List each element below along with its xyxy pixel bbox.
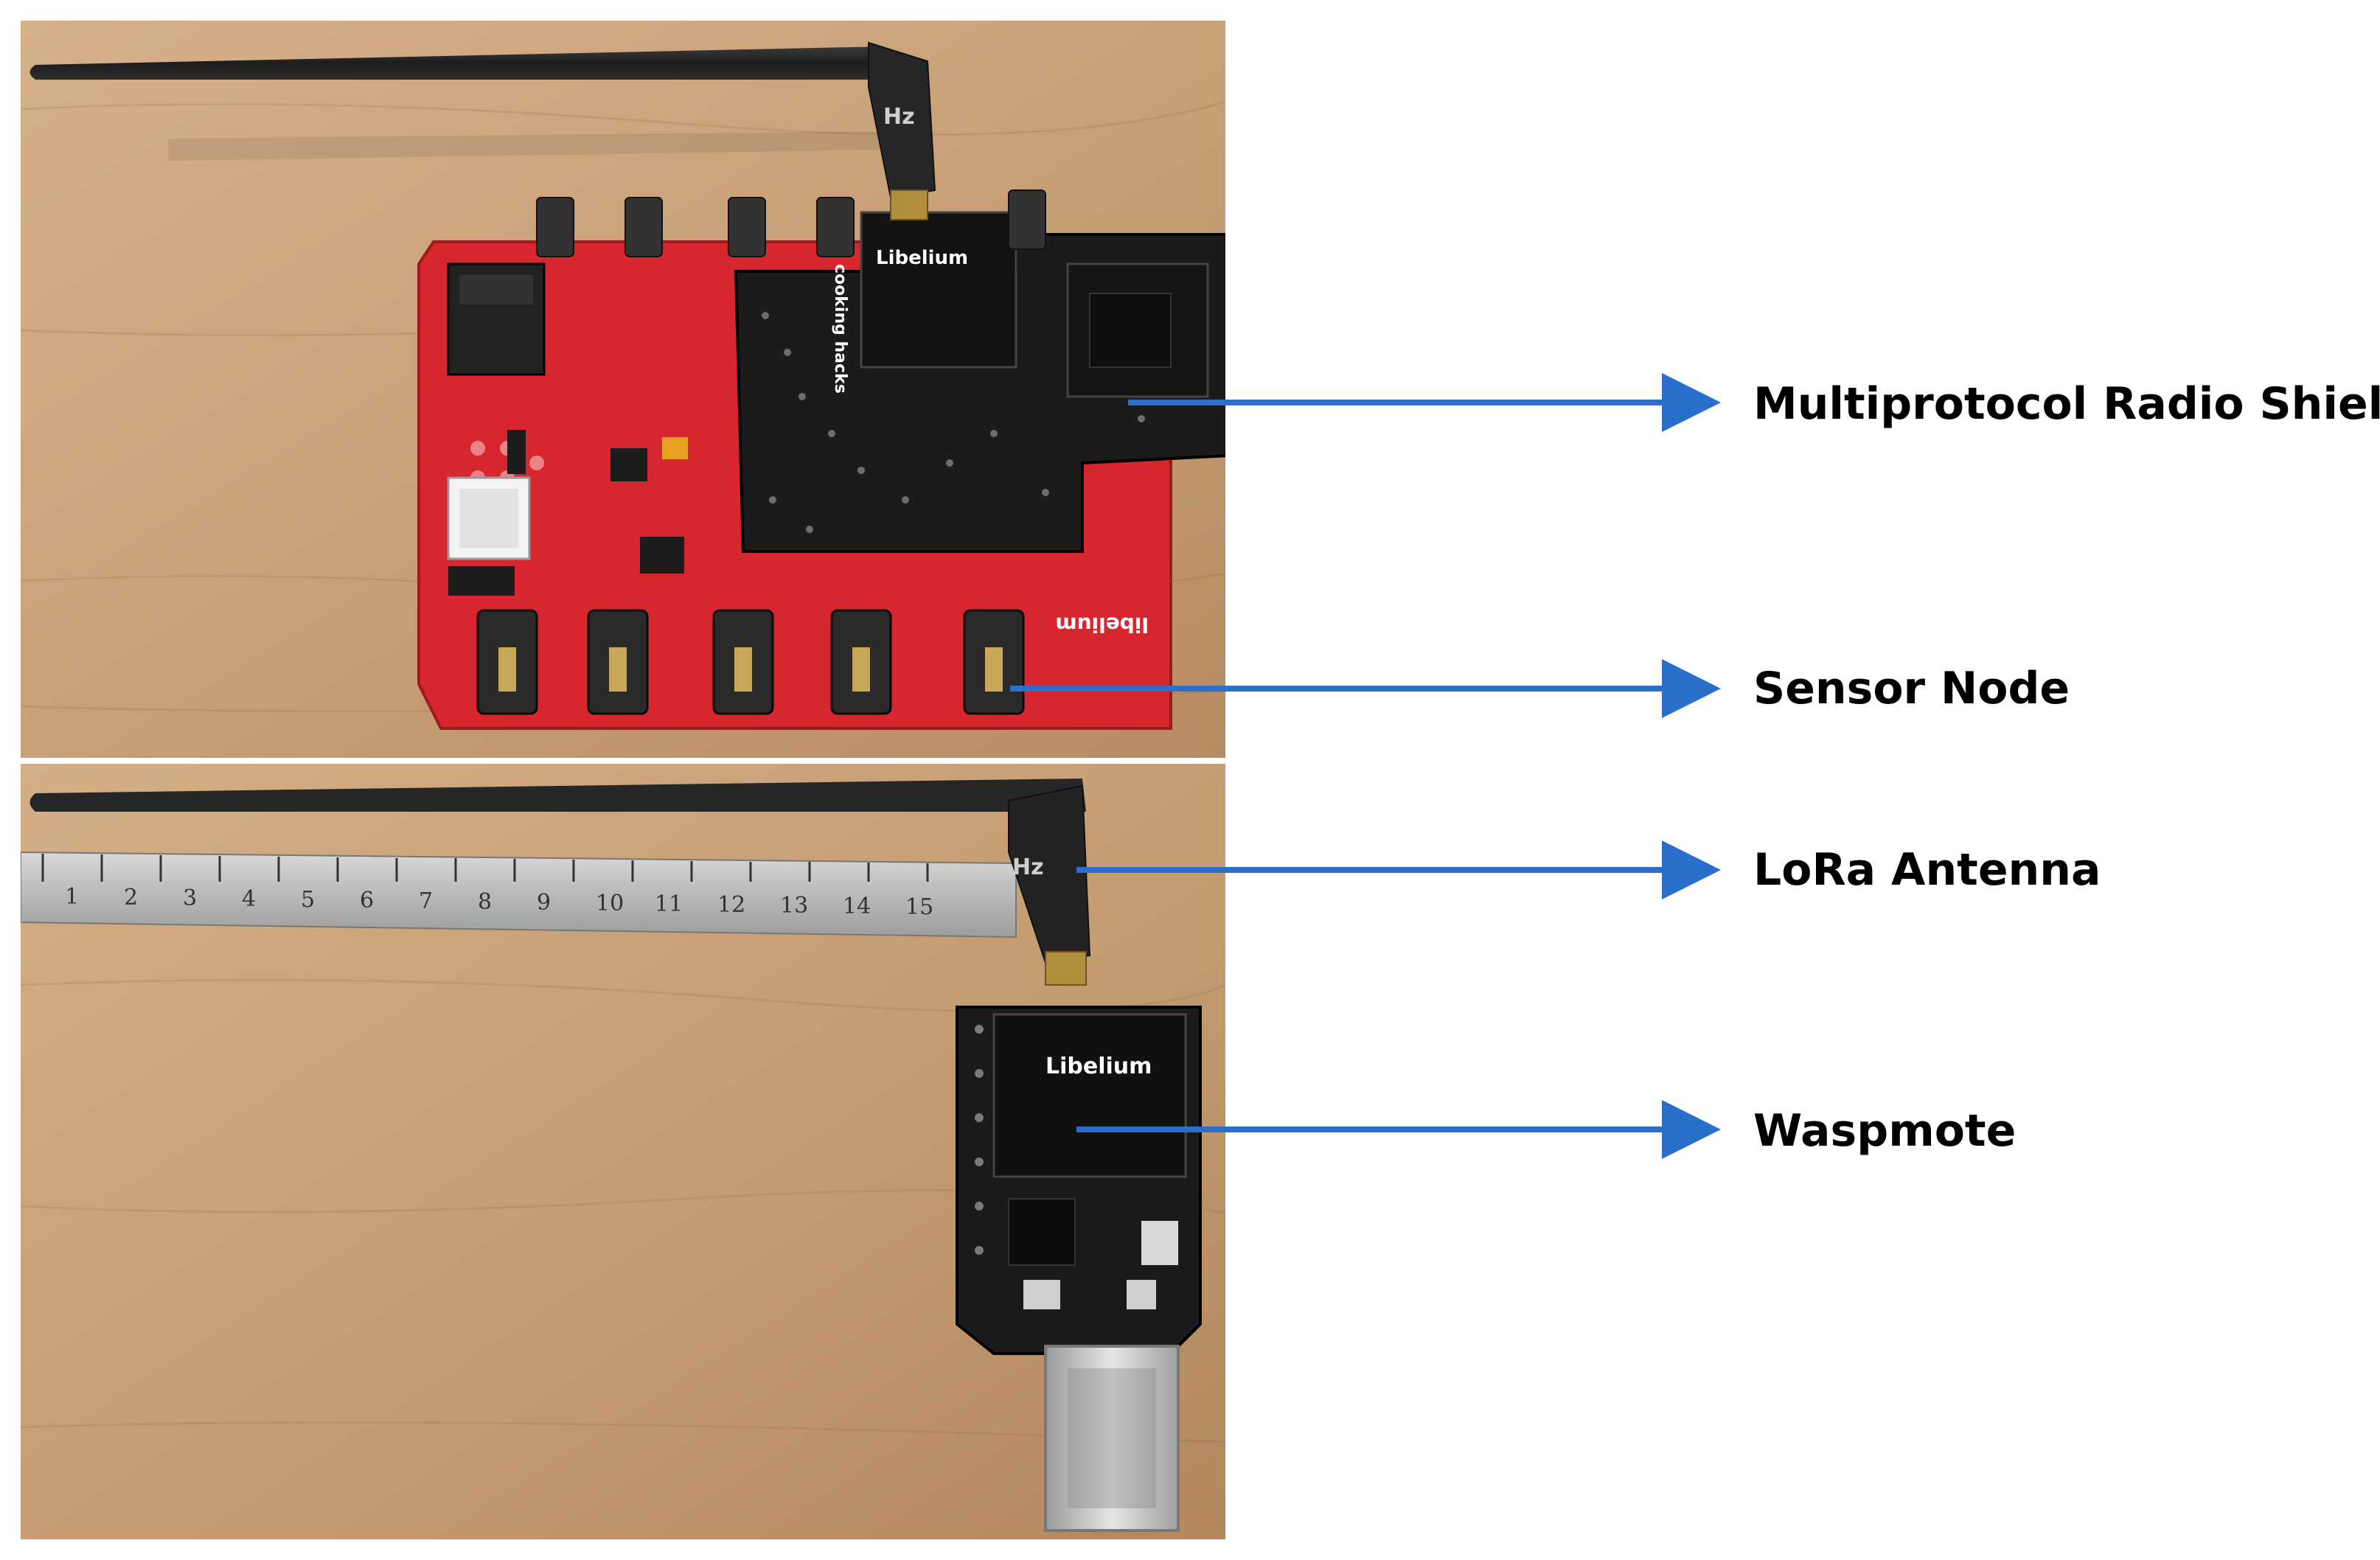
ruler-tick: 7 [419, 888, 433, 914]
antenna-mark-bottom: Hz [1012, 854, 1044, 880]
ruler-tick: 5 [301, 887, 315, 913]
cooking-hacks-text: cooking hacks [831, 264, 849, 394]
label-sensor-node: Sensor Node [1753, 663, 2070, 714]
label-lora-antenna: LoRa Antenna [1753, 844, 2101, 896]
antenna-mark-top: Hz [883, 104, 915, 130]
lora-module-top [860, 211, 1017, 369]
ruler-tick: 14 [843, 894, 871, 919]
ruler-tick: 8 [478, 889, 492, 915]
top-photo: Libelium cooking hacks libelium [21, 21, 1225, 758]
libelium-red-logo: libelium [1055, 613, 1149, 637]
label-waspmote: Waspmote [1753, 1105, 2017, 1157]
ruler-tick: 11 [655, 891, 683, 917]
ruler-tick: 9 [537, 890, 551, 916]
antenna-bottom [29, 779, 1086, 812]
ruler-tick: 12 [717, 892, 745, 918]
ruler-tick: 6 [360, 888, 374, 913]
antenna-top [29, 46, 887, 80]
ruler-tick: 10 [596, 891, 624, 916]
bottom-photo: 1 2 3 4 5 6 7 8 9 10 11 12 13 14 15 Hz [21, 764, 1225, 1539]
libelium-logo-top: Libelium [876, 247, 968, 269]
ruler-tick: 2 [124, 885, 138, 910]
ruler-tick: 15 [905, 894, 933, 920]
ruler-tick: 13 [780, 893, 808, 919]
label-multiprotocol-radio-shield: Multiprotocol Radio Shield [1753, 378, 2380, 430]
metal-ruler [21, 851, 1017, 939]
ruler-tick: 3 [183, 885, 197, 911]
lora-module-bottom [992, 1013, 1187, 1178]
usb-connector [1044, 1345, 1180, 1532]
ruler-tick: 4 [242, 886, 256, 912]
ruler-numbers: 1 2 3 4 5 6 7 8 9 10 11 12 13 14 15 [65, 884, 933, 920]
libelium-logo-bottom: Libelium [1045, 1054, 1152, 1079]
ruler-tick: 1 [65, 884, 79, 910]
